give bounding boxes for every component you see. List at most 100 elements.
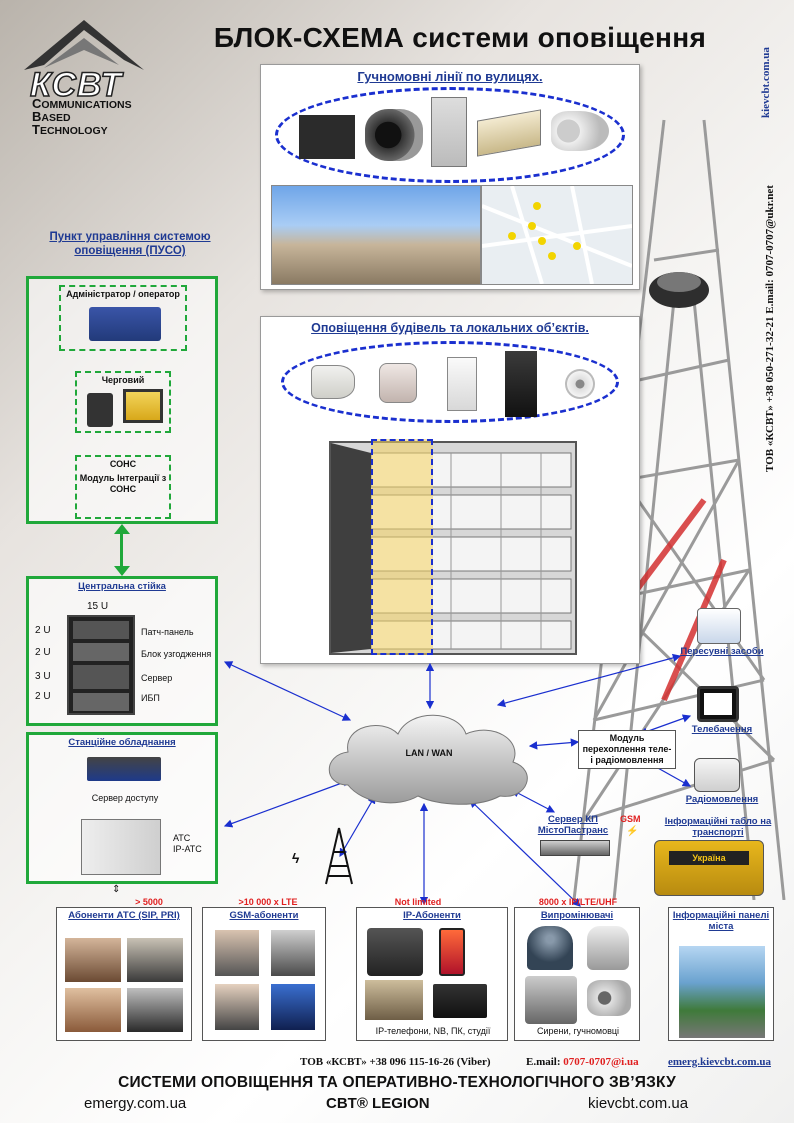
wall-horn-icon [311,365,355,399]
sons-label: СОНС [109,459,137,469]
footer-left-site[interactable]: emergy.com.ua [84,1095,187,1112]
street-speakers-group [275,87,625,183]
person-photo-2 [127,938,183,982]
bus-sign: Україна [669,851,749,865]
person-photo-3 [65,988,121,1032]
logo-tagline: COMMUNICATIONS BASED TECHNOLOGY [32,96,132,137]
rack-row-0-label: Патч-панель [141,627,194,637]
tv-label: Телебачення [691,724,753,735]
radio-icon [694,758,740,792]
desk-phone-icon [87,393,113,427]
limit-3: 8000 x IP/LTE/UHF [538,897,618,907]
siren-icon-1 [527,926,573,970]
building-speakers-group [281,341,619,423]
access-server-icon [87,757,161,781]
horn-loudspeaker-icon [551,111,609,151]
building-illustration [329,439,577,655]
antenna-icon [325,827,353,885]
gsm-label: GSM [620,814,641,824]
person-photo-4 [127,988,183,1032]
puso-title: Пункт управління системою оповіщення (ПУ… [49,231,211,257]
tv-icon [697,686,739,722]
puso-rack-link [120,528,123,572]
footer-right-site[interactable]: kievcbt.com.ua [588,1095,689,1112]
gsm-photo-2 [271,930,315,976]
rack-row-2-label: Сервер [141,673,173,683]
ceiling-speaker-icon [565,369,595,399]
buildings-panel: Оповіщення будівель та локальних об’єкті… [260,316,640,664]
laptop-icon [433,984,487,1018]
admin-label: Адміністратор / оператор [66,289,180,299]
server-kp-label: Сервер КП МістоПастранс [537,814,609,836]
emitters-caption: Сирени, гучномовці [536,1026,620,1036]
column-speaker-icon [431,97,467,167]
touch-terminal-icon [123,389,163,423]
ats-cabinet-icon [81,819,161,875]
gsm-subscribers-title: GSM-абоненти [229,910,299,921]
network-label: LAN / WAN [405,748,453,758]
ip-subscribers-box: IP-Абоненти IP-телефони, NB, ПК, студії [356,907,508,1041]
buildings-title: Оповіщення будівель та локальних об’єкті… [311,321,589,335]
limit-1: >10 000 x LTE [238,897,298,907]
city-panels-title: Інформаційні панелі міста [672,910,770,932]
lightning-icon: ϟ [292,850,300,866]
admin-station: Адміністратор / оператор [59,285,187,351]
contact-phone: ТОВ «КСВТ» +38 096 115-16-26 (Viber) [300,1056,491,1068]
city-panel-photo [679,946,765,1038]
station-box: Станційне обладнання Сервер доступу АТС … [26,732,218,884]
rack-icon [67,615,135,715]
gsm-photo-4 [271,984,315,1030]
emitters-box: Випромінювачі Сирени, гучномовці [514,907,640,1041]
city-panels-box: Інформаційні панелі міста [668,907,774,1041]
puso-box: Адміністратор / оператор Черговий СОНС М… [26,276,218,524]
studio-photo [365,980,423,1020]
sons-module: СОНС Модуль Інтеграції з СОНС [75,455,171,519]
sons-module-label: Модуль Інтеграції з СОНС [79,473,167,494]
loudspeaker-icon [587,980,631,1016]
duty-station: Черговий [75,371,171,433]
footer-headline: СИСТЕМИ ОПОВІЩЕННЯ ТА ОПЕРАТИВНО-ТЕХНОЛО… [118,1074,676,1091]
streets-panel: Гучномовні лінії по вулицях. [260,64,640,290]
duty-label: Черговий [101,375,145,385]
console-icon [89,307,161,341]
ip-phone-icon [367,928,423,976]
ats-label: АТС IP-АТС [173,833,202,854]
rack-row-3-u: 2 U [35,691,51,702]
building-speaker-column [371,439,433,655]
cloud-icon [328,714,528,805]
ats-subscribers-title: Абоненти АТС (SIP, PRI) [68,910,180,921]
gsm-signal-icon: ⚡ [626,826,639,837]
rack-row-0-u: 2 U [35,625,51,636]
company-logo-mark [24,20,144,70]
bus-icon: Україна [654,840,764,896]
person-photo-1 [65,938,121,982]
wall-speaker-icon [379,363,417,403]
vehicle-icon [697,608,741,644]
rack-row-1-u: 2 U [35,647,51,658]
radio-label: Радіомовлення [685,794,759,805]
gsm-photo-3 [215,984,259,1030]
footer-brand: CBT® LEGION [326,1095,430,1112]
rack-row-1-label: Блок узгодження [141,649,212,659]
intercept-module: Модуль перехоплення теле- і радіомовленн… [578,730,676,769]
street-photo [271,185,481,285]
info-transport-label: Інформаційні табло на транспорті [664,816,772,838]
siren-icon-2 [587,926,629,970]
ats-subscribers-box: Абоненти АТС (SIP, PRI) [56,907,192,1041]
rack-title: Центральна стійка [78,581,166,592]
transport-label: Пересувні засоби [680,646,764,657]
horn-speaker-icon [365,109,423,161]
central-rack-box: Центральна стійка 15 U 2 U Патч-панель 2… [26,576,218,726]
logo-wordmark: КСВТ [29,65,123,105]
black-column-icon [505,351,537,417]
street-map [481,185,633,285]
ip-subscribers-title: IP-Абоненти [403,910,461,921]
page-title: БЛОК-СХЕМА системи оповіщення [213,22,707,53]
siren-icon-3 [525,976,577,1024]
contact-site[interactable]: emerg.kievcbt.com.ua [668,1056,771,1068]
station-title: Станційне обладнання [68,737,176,748]
rack-row-2-u: 3 U [35,671,51,682]
access-server-label: Сервер доступу [91,793,159,803]
rack-row-3-label: ИБП [141,693,160,703]
box-speakers-icon [299,115,355,159]
